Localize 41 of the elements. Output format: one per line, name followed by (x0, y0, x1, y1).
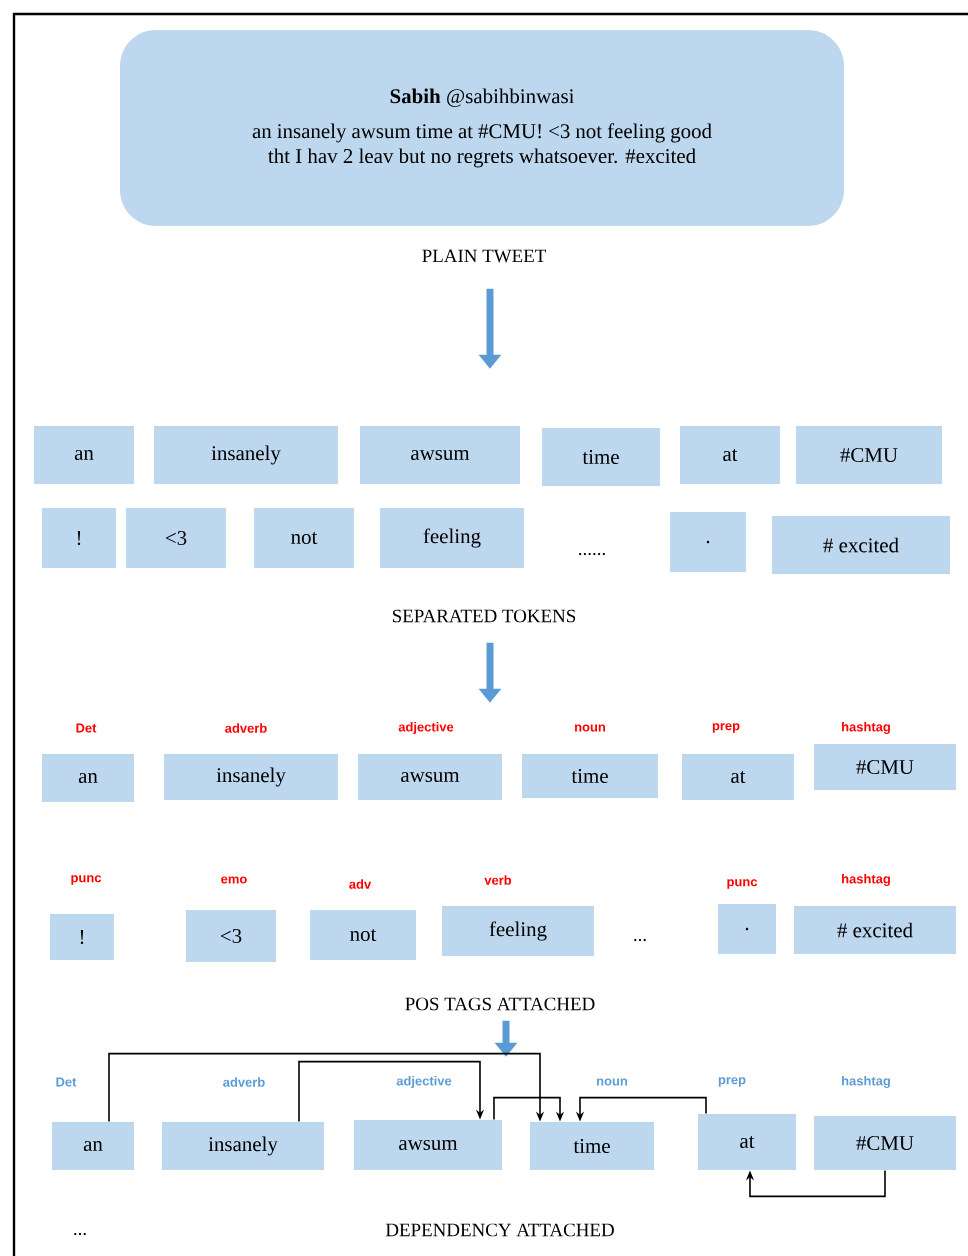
ellipsis-text: ... (74, 1232, 86, 1236)
token-box: an (52, 1122, 134, 1170)
token-box: feeling (442, 906, 594, 956)
token-box: not (254, 508, 354, 568)
token-box: . (718, 904, 776, 954)
token-box: awsum (354, 1120, 502, 1170)
token-box: ! (50, 914, 114, 960)
token-box: time (542, 428, 660, 486)
stage-caption: SEPARATED TOKENS (393, 609, 576, 623)
token-box: an (42, 754, 134, 802)
dependency-arrow (108, 1052, 545, 1123)
token-box: an (34, 426, 134, 484)
dependency-arrow (298, 1060, 485, 1123)
ellipsis-text: ...... (579, 552, 605, 556)
token-box: awsum (358, 754, 502, 800)
token-box: #CMU (814, 1116, 956, 1170)
token-box: #CMU (814, 744, 956, 790)
token-box: insanely (162, 1122, 324, 1170)
dependency-arrow (745, 1169, 886, 1198)
token-box: # excited (794, 906, 956, 954)
token-box: at (682, 754, 794, 800)
stage-caption: POS TAGS ATTACHED (405, 997, 595, 1011)
token-box: insanely (164, 754, 338, 800)
token-box: <3 (186, 910, 276, 962)
token-box: insanely (154, 426, 338, 484)
ellipsis-text: ... (634, 938, 646, 942)
token-box: feeling (380, 508, 524, 568)
token-box: at (698, 1114, 796, 1170)
stage-caption: PLAIN TWEET (422, 249, 546, 263)
token-box: . (670, 512, 746, 572)
token-box: not (310, 910, 416, 960)
token-box: <3 (126, 508, 226, 568)
token-box: # excited (772, 516, 950, 574)
token-box: time (530, 1122, 654, 1170)
token-box: #CMU (796, 426, 942, 484)
token-box: time (522, 754, 658, 798)
token-box: at (680, 426, 780, 484)
stage-caption: DEPENDENCY ATTACHED (385, 1223, 614, 1237)
token-box: awsum (360, 426, 520, 484)
token-box: ! (42, 508, 116, 568)
tweet-box: Sabih @sabihbinwasi an insanely awsum time at #CMU! <3 not feeling good tht I hav 2 leav but no regrets whatsoever. #excited (120, 30, 844, 226)
